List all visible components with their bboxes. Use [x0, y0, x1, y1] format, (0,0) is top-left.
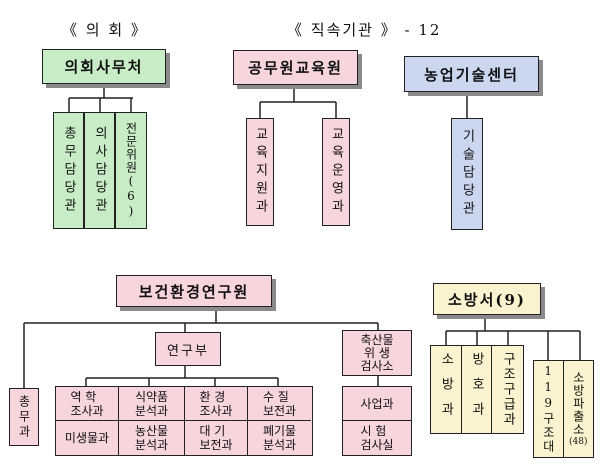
- fire-dept-box: 소방서(9): [433, 283, 541, 315]
- council-unit-expert-committee: 전문위원(6): [115, 112, 147, 229]
- fire-unit-fire-affairs: 소방과: [431, 346, 462, 433]
- livestock-unit-business: 사업과: [343, 387, 411, 421]
- research-cell-epidemiology: 역 학 조사과: [56, 387, 119, 421]
- agri-unit-technology: 기술담당관: [451, 118, 483, 230]
- civil-service-training-box: 공무원교육원: [233, 50, 358, 85]
- fire-unit-substations: 소방파출소: [571, 371, 586, 436]
- livestock-inspection-box: 축산물 위 생 검사소: [342, 330, 412, 376]
- training-unit-operations: 교육운영과: [322, 118, 350, 226]
- council-unit-general-affairs: 총무담당관: [53, 112, 84, 229]
- health-env-institute-box: 보건환경연구원: [116, 275, 272, 307]
- council-header: 《 의 회 》: [62, 21, 148, 39]
- research-cell-air: 대 기 보전과: [185, 421, 248, 455]
- fire-unit-119-rescue: 119구조대: [534, 361, 564, 457]
- research-cell-food-drug: 식약품 분석과: [119, 387, 185, 421]
- livestock-grid: 사업과 시 험 검사실: [342, 386, 412, 456]
- council-unit-proceedings: 의사담당관: [84, 112, 115, 229]
- research-cell-environment: 환 경 조사과: [185, 387, 248, 421]
- fire-unit-protection: 방호과: [462, 346, 493, 433]
- fire-units-grid: 소방과 방호과 구조구급과: [430, 345, 524, 434]
- council-secretariat-box: 의회사무처: [42, 49, 166, 84]
- fire-substation-count: (48): [569, 437, 588, 447]
- training-unit-support: 교육지원과: [246, 118, 274, 226]
- research-cell-waste: 폐기물 분석과: [262, 424, 297, 452]
- fire-unit-rescue: 구조구급과: [500, 352, 516, 427]
- research-cell-water: 수 질 보전과: [248, 387, 311, 421]
- research-dept-box: 연구부: [155, 332, 221, 366]
- direct-agencies-header: 《 직속기관 》 - 12: [287, 21, 442, 39]
- health-unit-general: 총무과: [9, 388, 39, 446]
- fire-unit-substations-cell: 소방파출소 (48): [564, 361, 594, 457]
- research-grid: 역 학 조사과 식약품 분석과 환 경 조사과 수 질 보전과 미생물과 농산물…: [55, 386, 313, 456]
- livestock-unit-testing-lab: 시 험 검사실: [360, 424, 394, 452]
- research-cell-agri-products: 농산물 분석과: [119, 421, 185, 455]
- agri-tech-center-box: 농업기술센터: [404, 56, 539, 92]
- fire-extra-grid: 119구조대 소방파출소 (48): [533, 360, 594, 458]
- research-cell-microbiology: 미생물과: [56, 421, 119, 455]
